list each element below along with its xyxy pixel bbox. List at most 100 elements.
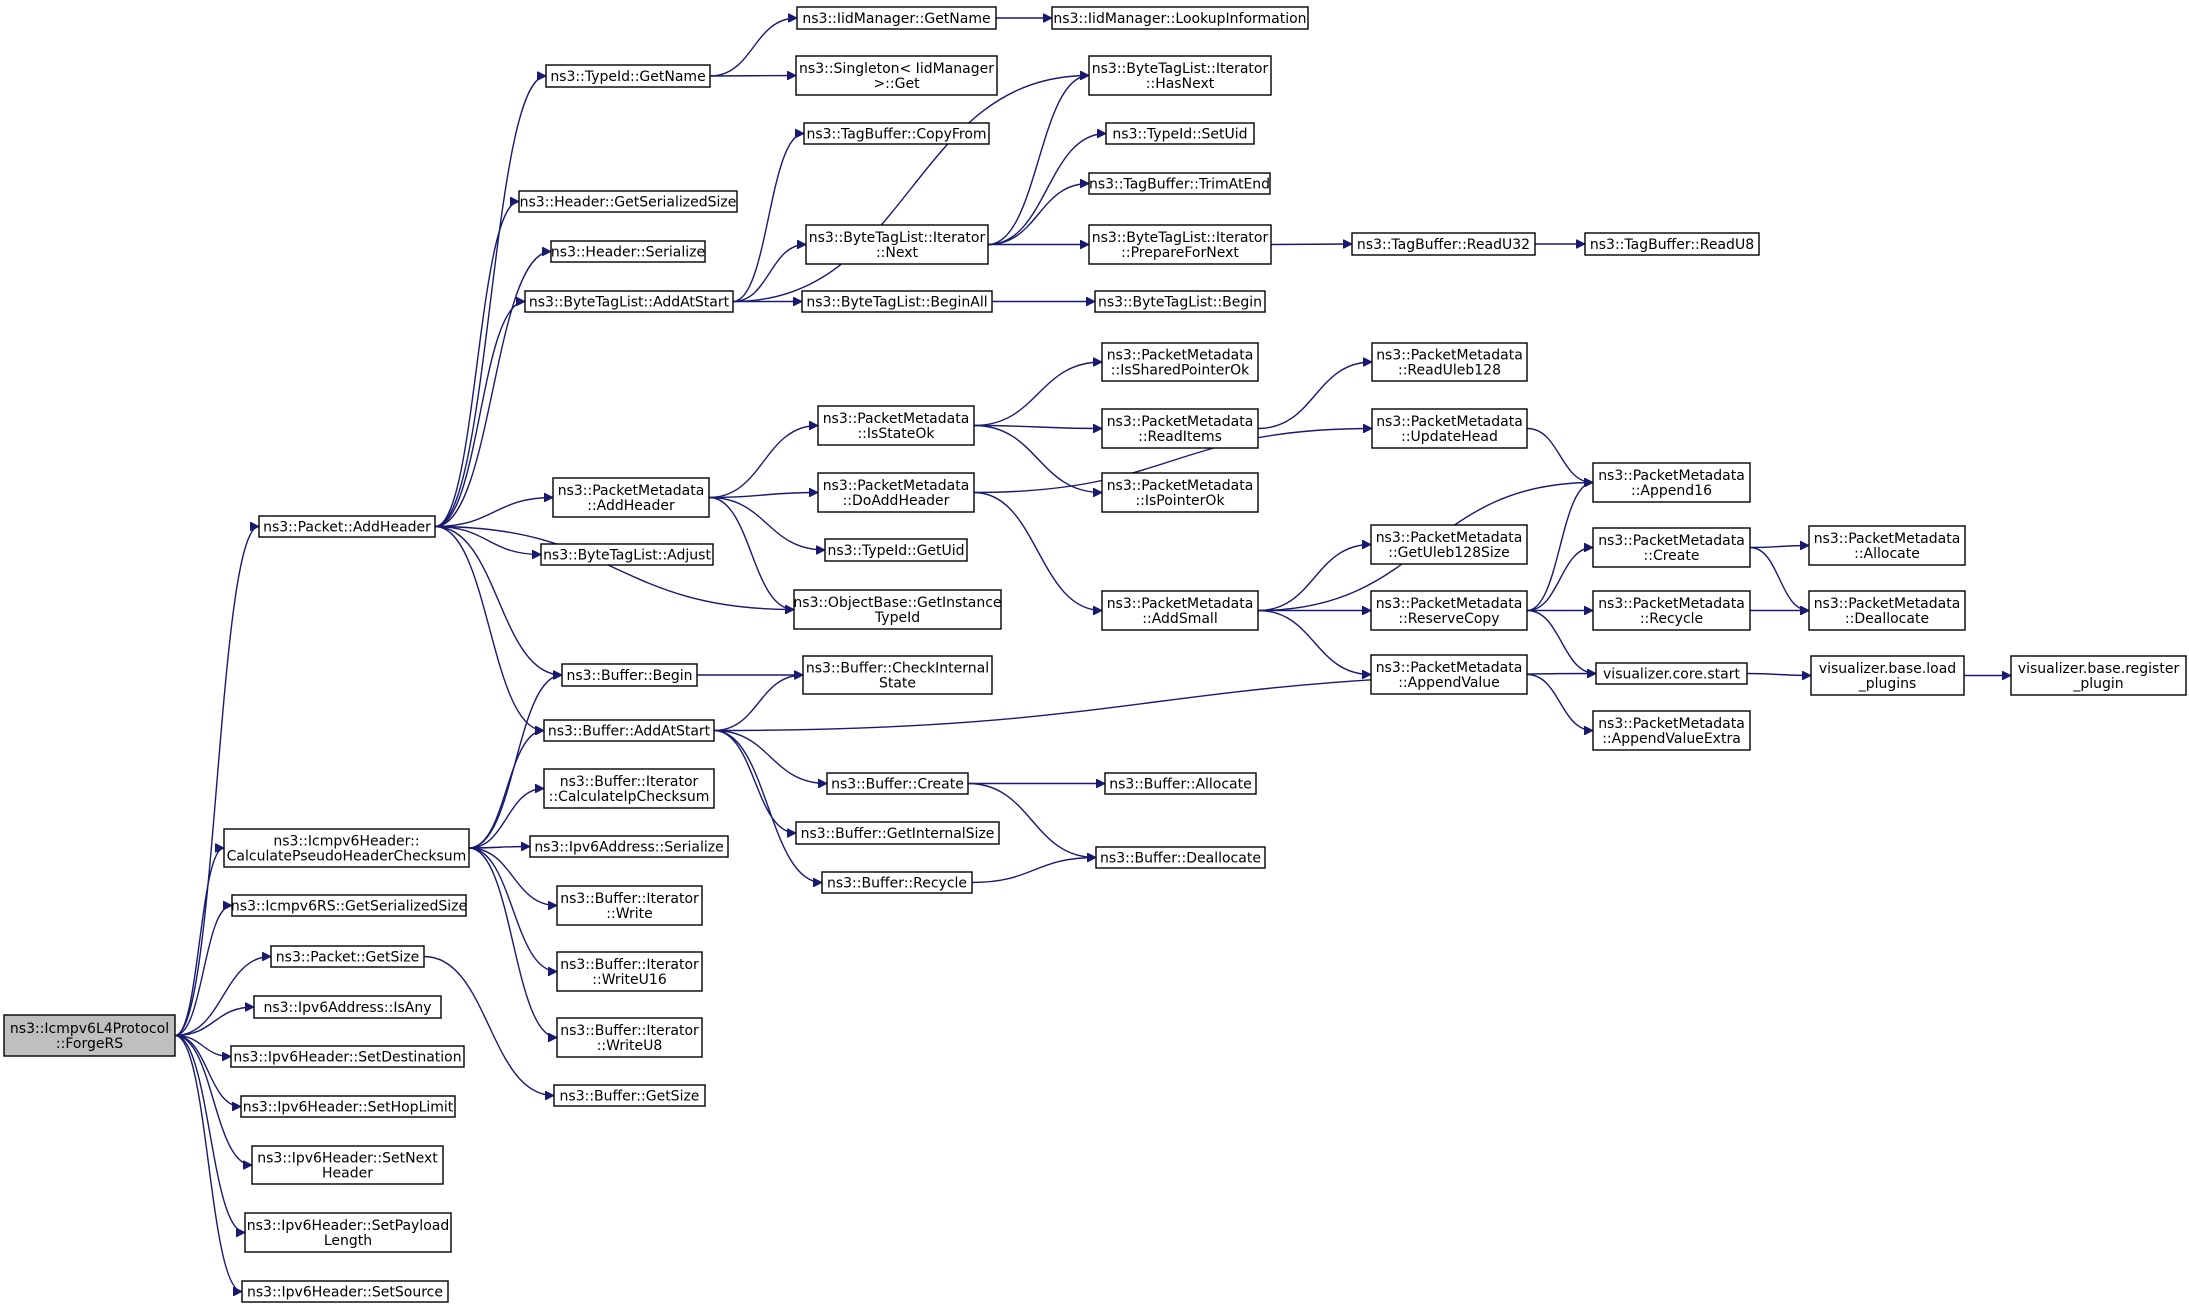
node-pmAppendValueExtra[interactable]: ns3::PacketMetadata::AppendValueExtra — [1592, 710, 1751, 751]
node-bBegin[interactable]: ns3::Buffer::Begin — [561, 663, 698, 687]
node-tbReadU32[interactable]: ns3::TagBuffer::ReadU32 — [1351, 232, 1536, 256]
node-box[interactable] — [556, 951, 703, 992]
node-btlAdjust[interactable]: ns3::ByteTagList::Adjust — [540, 543, 714, 566]
node-box[interactable] — [561, 663, 698, 687]
node-btlAddAtStart[interactable]: ns3::ByteTagList::AddAtStart — [524, 290, 734, 313]
node-box[interactable] — [1371, 342, 1528, 382]
node-box[interactable] — [795, 55, 998, 96]
node-box[interactable] — [556, 1017, 703, 1058]
node-btliNext[interactable]: ns3::ByteTagList::Iterator::Next — [805, 224, 989, 265]
node-bRecycle[interactable]: ns3::Buffer::Recycle — [821, 871, 973, 894]
node-box[interactable] — [553, 1084, 706, 1107]
node-biWrite[interactable]: ns3::Buffer::Iterator::Write — [556, 885, 703, 926]
node-box[interactable] — [1051, 6, 1309, 30]
node-btliPrepare[interactable]: ns3::ByteTagList::Iterator::PrepareForNe… — [1088, 224, 1272, 265]
node-vizLoad[interactable]: visualizer.base.load_plugins — [1810, 655, 1965, 696]
node-box[interactable] — [556, 885, 703, 926]
node-bAllocate[interactable]: ns3::Buffer::Allocate — [1104, 772, 1257, 795]
node-bDeallocate[interactable]: ns3::Buffer::Deallocate — [1095, 846, 1266, 869]
node-box[interactable] — [795, 821, 1000, 845]
node-iidLookup[interactable]: ns3::IidManager::LookupInformation — [1051, 6, 1309, 30]
node-box[interactable] — [1584, 232, 1760, 256]
node-pmDeallocate[interactable]: ns3::PacketMetadata::Deallocate — [1808, 590, 1966, 631]
node-box[interactable] — [1808, 525, 1966, 566]
node-bGetSize[interactable]: ns3::Buffer::GetSize — [553, 1084, 706, 1107]
node-pmReserveCopy[interactable]: ns3::PacketMetadata::ReserveCopy — [1370, 590, 1528, 631]
node-v6Serialize[interactable]: ns3::Ipv6Address::Serialize — [529, 835, 729, 858]
node-box[interactable] — [540, 543, 714, 566]
node-tGetName[interactable]: ns3::TypeId::GetName — [545, 64, 711, 88]
node-hSerSize[interactable]: ns3::Header::GetSerializedSize — [518, 190, 738, 213]
node-box[interactable] — [1088, 55, 1272, 96]
node-box[interactable] — [796, 6, 997, 30]
node-box[interactable] — [244, 1212, 452, 1253]
node-box[interactable] — [241, 1280, 449, 1303]
node-iidGetName[interactable]: ns3::IidManager::GetName — [796, 6, 997, 30]
node-box[interactable] — [1101, 408, 1259, 449]
node-pmUpdateHead[interactable]: ns3::PacketMetadata::UpdateHead — [1371, 408, 1528, 449]
node-box[interactable] — [1094, 290, 1266, 313]
node-box[interactable] — [253, 995, 442, 1019]
node-box[interactable] — [824, 538, 968, 562]
node-pmIsShared[interactable]: ns3::PacketMetadata::IsSharedPointerOk — [1101, 342, 1259, 382]
node-pmDoAddHeader[interactable]: ns3::PacketMetadata::DoAddHeader — [817, 472, 975, 513]
node-rsSerSize[interactable]: ns3::Icmpv6RS::GetSerializedSize — [231, 894, 467, 917]
node-tbCopyFrom[interactable]: ns3::TagBuffer::CopyFrom — [803, 122, 990, 145]
node-pmCreate[interactable]: ns3::PacketMetadata::Create — [1592, 527, 1751, 568]
node-box[interactable] — [826, 772, 969, 795]
node-box[interactable] — [1592, 590, 1751, 631]
node-singletonGet[interactable]: ns3::Singleton< IidManager>::Get — [795, 55, 998, 96]
node-tSetUid[interactable]: ns3::TypeId::SetUid — [1105, 122, 1255, 145]
node-box[interactable] — [518, 190, 738, 213]
node-box[interactable] — [1370, 654, 1528, 695]
node-box[interactable] — [529, 835, 729, 858]
node-box[interactable] — [1088, 224, 1272, 265]
node-pmAllocate[interactable]: ns3::PacketMetadata::Allocate — [1808, 525, 1966, 566]
node-box[interactable] — [231, 894, 467, 917]
node-box[interactable] — [1592, 462, 1751, 503]
node-box[interactable] — [1810, 655, 1965, 696]
node-box[interactable] — [1808, 590, 1966, 631]
node-vizStart[interactable]: visualizer.core.start — [1595, 662, 1748, 685]
node-box[interactable] — [1370, 524, 1528, 565]
node-box[interactable] — [1101, 472, 1259, 513]
node-btlBegin[interactable]: ns3::ByteTagList::Begin — [1094, 290, 1266, 313]
node-box[interactable] — [1104, 772, 1257, 795]
node-box[interactable] — [803, 122, 990, 145]
node-box[interactable] — [270, 945, 425, 968]
node-pmRecycle[interactable]: ns3::PacketMetadata::Recycle — [1592, 590, 1751, 631]
node-box[interactable] — [2010, 655, 2187, 696]
node-pmReadItems[interactable]: ns3::PacketMetadata::ReadItems — [1101, 408, 1259, 449]
node-pmGetUleb[interactable]: ns3::PacketMetadata::GetUleb128Size — [1370, 524, 1528, 565]
node-box[interactable] — [817, 472, 975, 513]
node-box[interactable] — [545, 64, 711, 88]
node-box[interactable] — [1595, 662, 1748, 685]
node-vizRegister[interactable]: visualizer.base.register_plugin — [2010, 655, 2187, 696]
node-box[interactable] — [1101, 590, 1259, 631]
node-box[interactable] — [3, 1014, 176, 1057]
node-box[interactable] — [1370, 590, 1528, 631]
node-box[interactable] — [550, 240, 706, 263]
node-box[interactable] — [524, 290, 734, 313]
node-biWriteU8[interactable]: ns3::Buffer::Iterator::WriteU8 — [556, 1017, 703, 1058]
node-pmAddSmall[interactable]: ns3::PacketMetadata::AddSmall — [1101, 590, 1259, 631]
node-pmIsPointerOk[interactable]: ns3::PacketMetadata::IsPointerOk — [1101, 472, 1259, 513]
node-box[interactable] — [251, 1145, 444, 1185]
node-bAddAtStart[interactable]: ns3::Buffer::AddAtStart — [543, 719, 715, 742]
node-setHop[interactable]: ns3::Ipv6Header::SetHopLimit — [240, 1095, 456, 1118]
node-hSerialize[interactable]: ns3::Header::Serialize — [550, 240, 706, 263]
node-pGetSize[interactable]: ns3::Packet::GetSize — [270, 945, 425, 968]
node-box[interactable] — [1592, 710, 1751, 751]
node-box[interactable] — [793, 589, 1002, 630]
node-box[interactable] — [543, 768, 715, 809]
node-bCreate[interactable]: ns3::Buffer::Create — [826, 772, 969, 795]
node-biCalcIp[interactable]: ns3::Buffer::Iterator::CalculateIpChecks… — [543, 768, 715, 809]
node-box[interactable] — [805, 224, 989, 265]
node-setDest[interactable]: ns3::Ipv6Header::SetDestination — [230, 1045, 465, 1068]
node-bGetInternalSize[interactable]: ns3::Buffer::GetInternalSize — [795, 821, 1000, 845]
node-box[interactable] — [802, 655, 993, 695]
node-box[interactable] — [1095, 846, 1266, 869]
node-box[interactable] — [1351, 232, 1536, 256]
